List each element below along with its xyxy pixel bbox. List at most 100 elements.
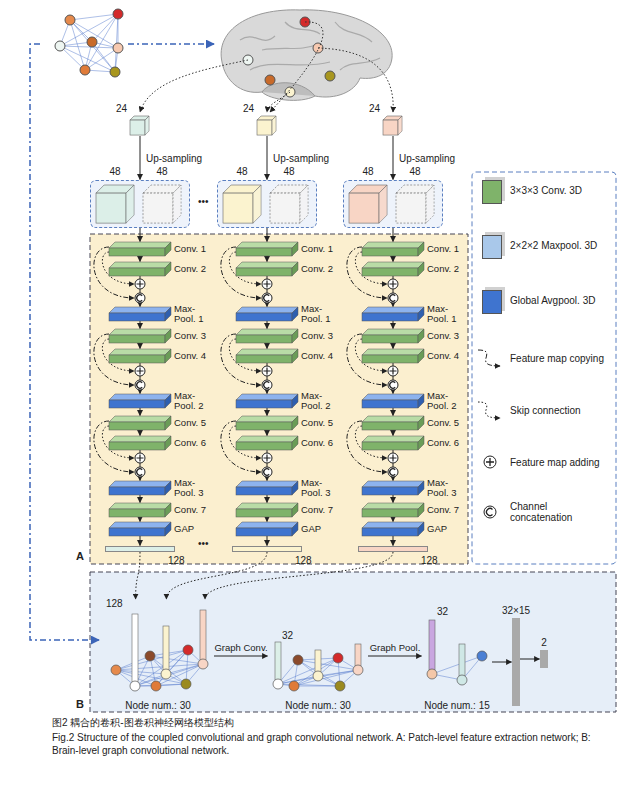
polygon-part [236,436,298,442]
circle-part [313,671,323,681]
vec-node: 128 [232,546,302,552]
feature-link [205,552,393,599]
rect-part [143,193,173,223]
rect-part [236,400,292,408]
flow-arrow [393,536,394,546]
node-label: Max- Pool. 2 [427,391,467,411]
ellipsis: ••• [198,196,209,207]
legend-symbol [484,506,496,518]
node-shape [236,436,298,450]
flow-arrow [267,408,268,416]
edge-label: Graph Conv. [214,643,267,653]
legend-text: 2×2×2 Maxpool. 3D [510,240,610,251]
polygon-part [236,481,298,487]
rect-part [362,400,418,408]
circle-part [427,669,437,679]
node-label: Conv. 1 [174,244,214,254]
node-shape [236,349,298,363]
polygon-part [418,262,424,276]
layer-block: Max- Pool. 2 [236,394,298,408]
circle-part [111,665,121,675]
flow-arrow [140,495,141,503]
polygon-part [418,349,424,363]
node-shape [362,262,424,276]
layer-block: Conv. 5 [236,416,298,430]
add-symbol [388,279,398,289]
concat-symbol [390,295,395,301]
add-symbol [390,368,397,375]
legend-swatch [482,180,502,204]
polygon-part [165,242,171,256]
layer-block: Conv. 6 [362,436,424,450]
node-label: Conv. 4 [174,351,214,361]
figure-caption: Fig.2 Structure of the coupled convoluti… [52,732,592,757]
node-label: Conv. 6 [301,438,341,448]
edge-label: Graph Pool. [370,643,421,653]
polygon-part [109,481,171,487]
rect-part [236,355,292,363]
polygon-part [362,481,424,487]
layer-block: Conv. 2 [362,262,424,276]
legend-text: 3×3×3 Conv. 3D [510,185,610,196]
layer-block: Max- Pool. 1 [362,307,424,321]
layer-block: Conv. 3 [362,329,424,343]
rect-part [236,487,292,495]
add-symbol [137,368,144,375]
brain-graph-icon [55,9,123,77]
polygon-part [292,307,298,321]
node-shape [236,242,298,256]
rect-part [257,120,272,135]
concat-symbol [137,469,142,475]
legend-text: Feature map adding [510,457,610,468]
polygon-part [272,116,276,135]
polygon-part [292,329,298,343]
node-label: Node num.: 30 [102,700,214,711]
flow-arrow [393,430,394,436]
node-label: Max- Pool. 3 [427,478,467,498]
flow-arrow [267,228,268,242]
node-shape [109,503,171,517]
node-shape [383,116,403,136]
polygon-part [109,416,171,422]
polygon-part [362,394,424,400]
rect-part [362,355,418,363]
circle-part [333,653,343,663]
circle-part [145,651,155,661]
polygon-part [109,349,171,355]
flow-arrow [140,136,141,180]
layer-block: Conv. 5 [109,416,171,430]
concat-symbol [390,469,395,475]
graph-stage: Node num.: 15 [422,600,492,712]
rect-part [109,442,165,450]
layer-block: Conv. 6 [236,436,298,450]
node-label: 48 [230,166,254,177]
node-shape [236,262,298,276]
rect-part [109,422,165,430]
node-shape [344,181,444,229]
rect-part [362,487,418,495]
add-symbol [135,279,145,289]
node-shape [236,329,298,343]
graph-stage: Node num.: 30 [268,600,368,712]
polygon-part [362,262,424,268]
concat-symbol [390,382,395,388]
node-label: GAP [301,524,341,534]
edge-label: Up-sampling [273,153,329,164]
node-shape [109,349,171,363]
connectors [136,136,540,662]
brain-illustration [140,10,393,112]
graph-node [55,41,65,51]
rect-part [236,248,292,256]
flow-arrow [267,536,268,546]
box48-node: 4848 [90,180,190,228]
circle-part [335,681,345,691]
panel-letter: A [76,550,84,562]
circle-part [161,669,171,679]
flow-arrow [267,517,268,522]
polygon-part [426,185,434,223]
line-part [294,670,358,686]
copy-arrow [128,43,214,45]
node-label: Conv. 3 [427,331,467,341]
layer-block: Conv. 7 [236,503,298,517]
rect-part [362,335,418,343]
